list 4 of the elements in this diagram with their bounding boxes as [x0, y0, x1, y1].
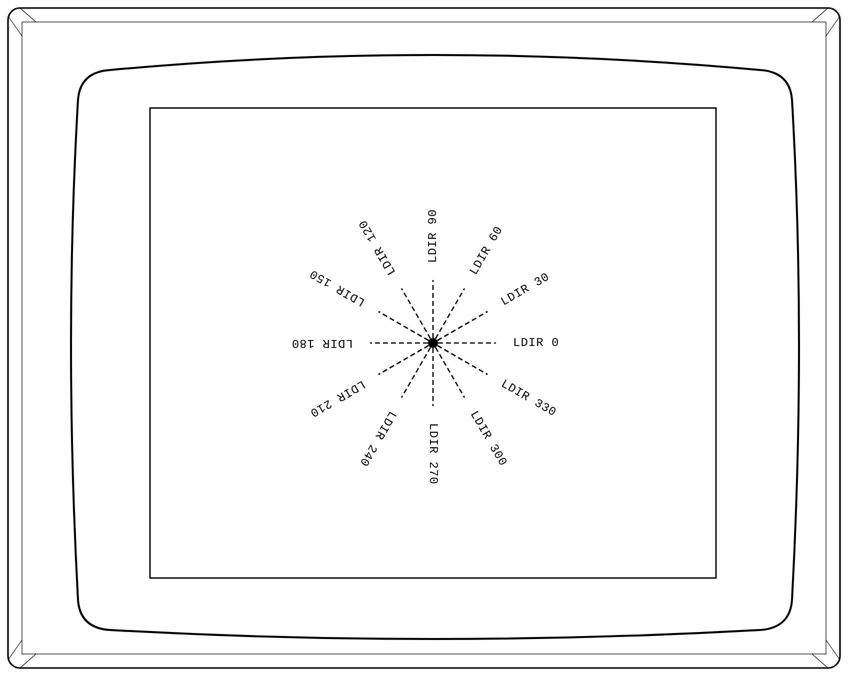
- direction-label: LDIR 0: [513, 336, 560, 350]
- direction-label: LDIR 180: [291, 336, 353, 350]
- direction-label: LDIR 90: [426, 209, 440, 263]
- direction-label: LDIR 270: [426, 423, 440, 485]
